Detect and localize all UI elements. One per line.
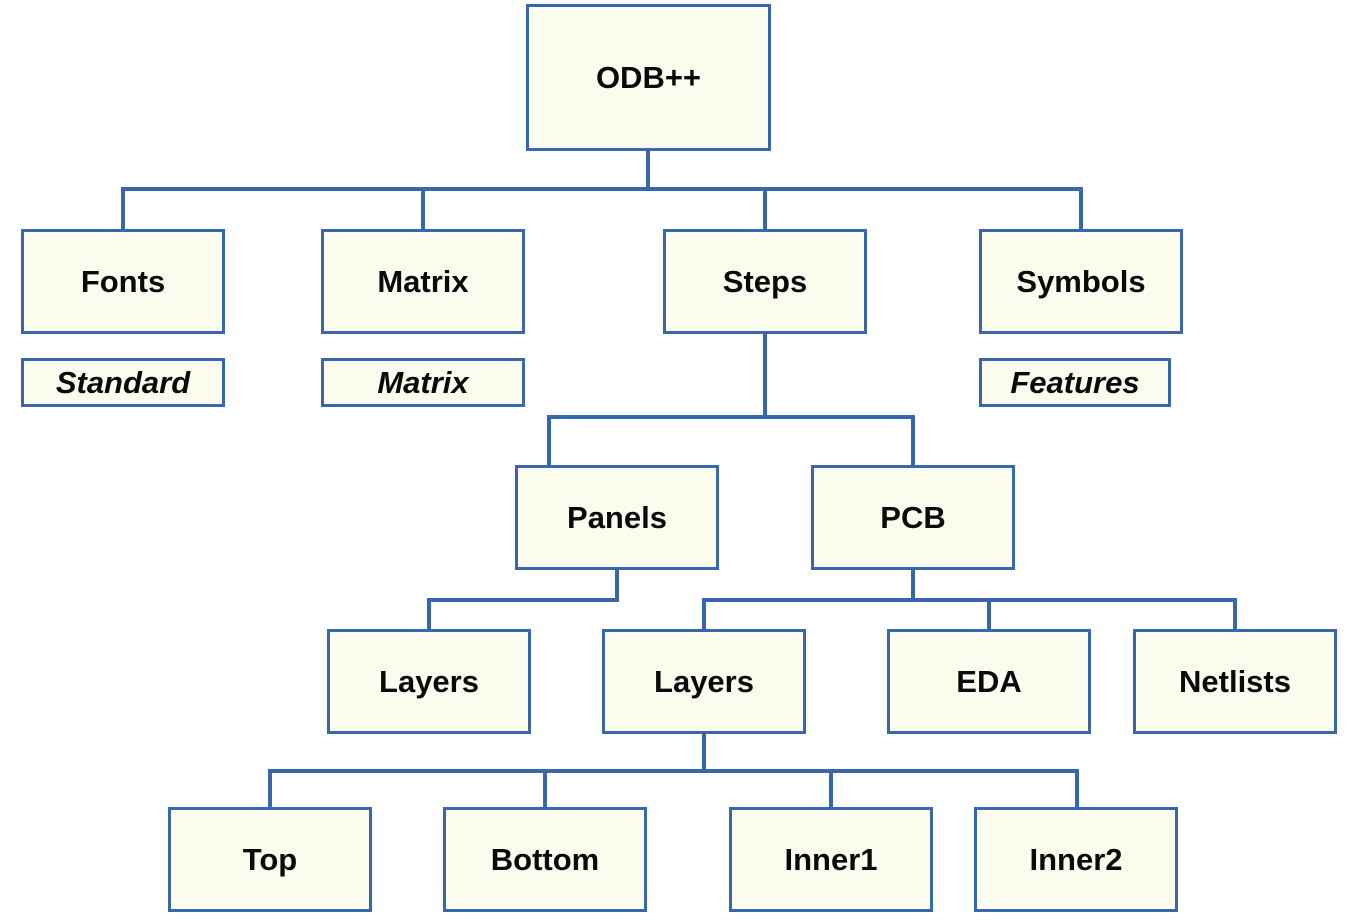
node-panels-layers: Layers xyxy=(327,629,531,734)
node-symbols: Symbols xyxy=(979,229,1183,334)
node-inner1: Inner1 xyxy=(729,807,933,912)
node-matrix: Matrix xyxy=(321,229,525,334)
node-panels: Panels xyxy=(515,465,719,570)
node-steps: Steps xyxy=(663,229,867,334)
node-inner2: Inner2 xyxy=(974,807,1178,912)
node-fonts-sub: Standard xyxy=(21,358,225,407)
node-fonts: Fonts xyxy=(21,229,225,334)
node-odb: ODB++ xyxy=(526,4,771,151)
node-eda: EDA xyxy=(887,629,1091,734)
node-matrix-sub: Matrix xyxy=(321,358,525,407)
node-pcb: PCB xyxy=(811,465,1015,570)
node-symbols-sub: Features xyxy=(979,358,1171,407)
node-pcb-layers: Layers xyxy=(602,629,806,734)
node-netlists: Netlists xyxy=(1133,629,1337,734)
node-top: Top xyxy=(168,807,372,912)
node-bottom: Bottom xyxy=(443,807,647,912)
